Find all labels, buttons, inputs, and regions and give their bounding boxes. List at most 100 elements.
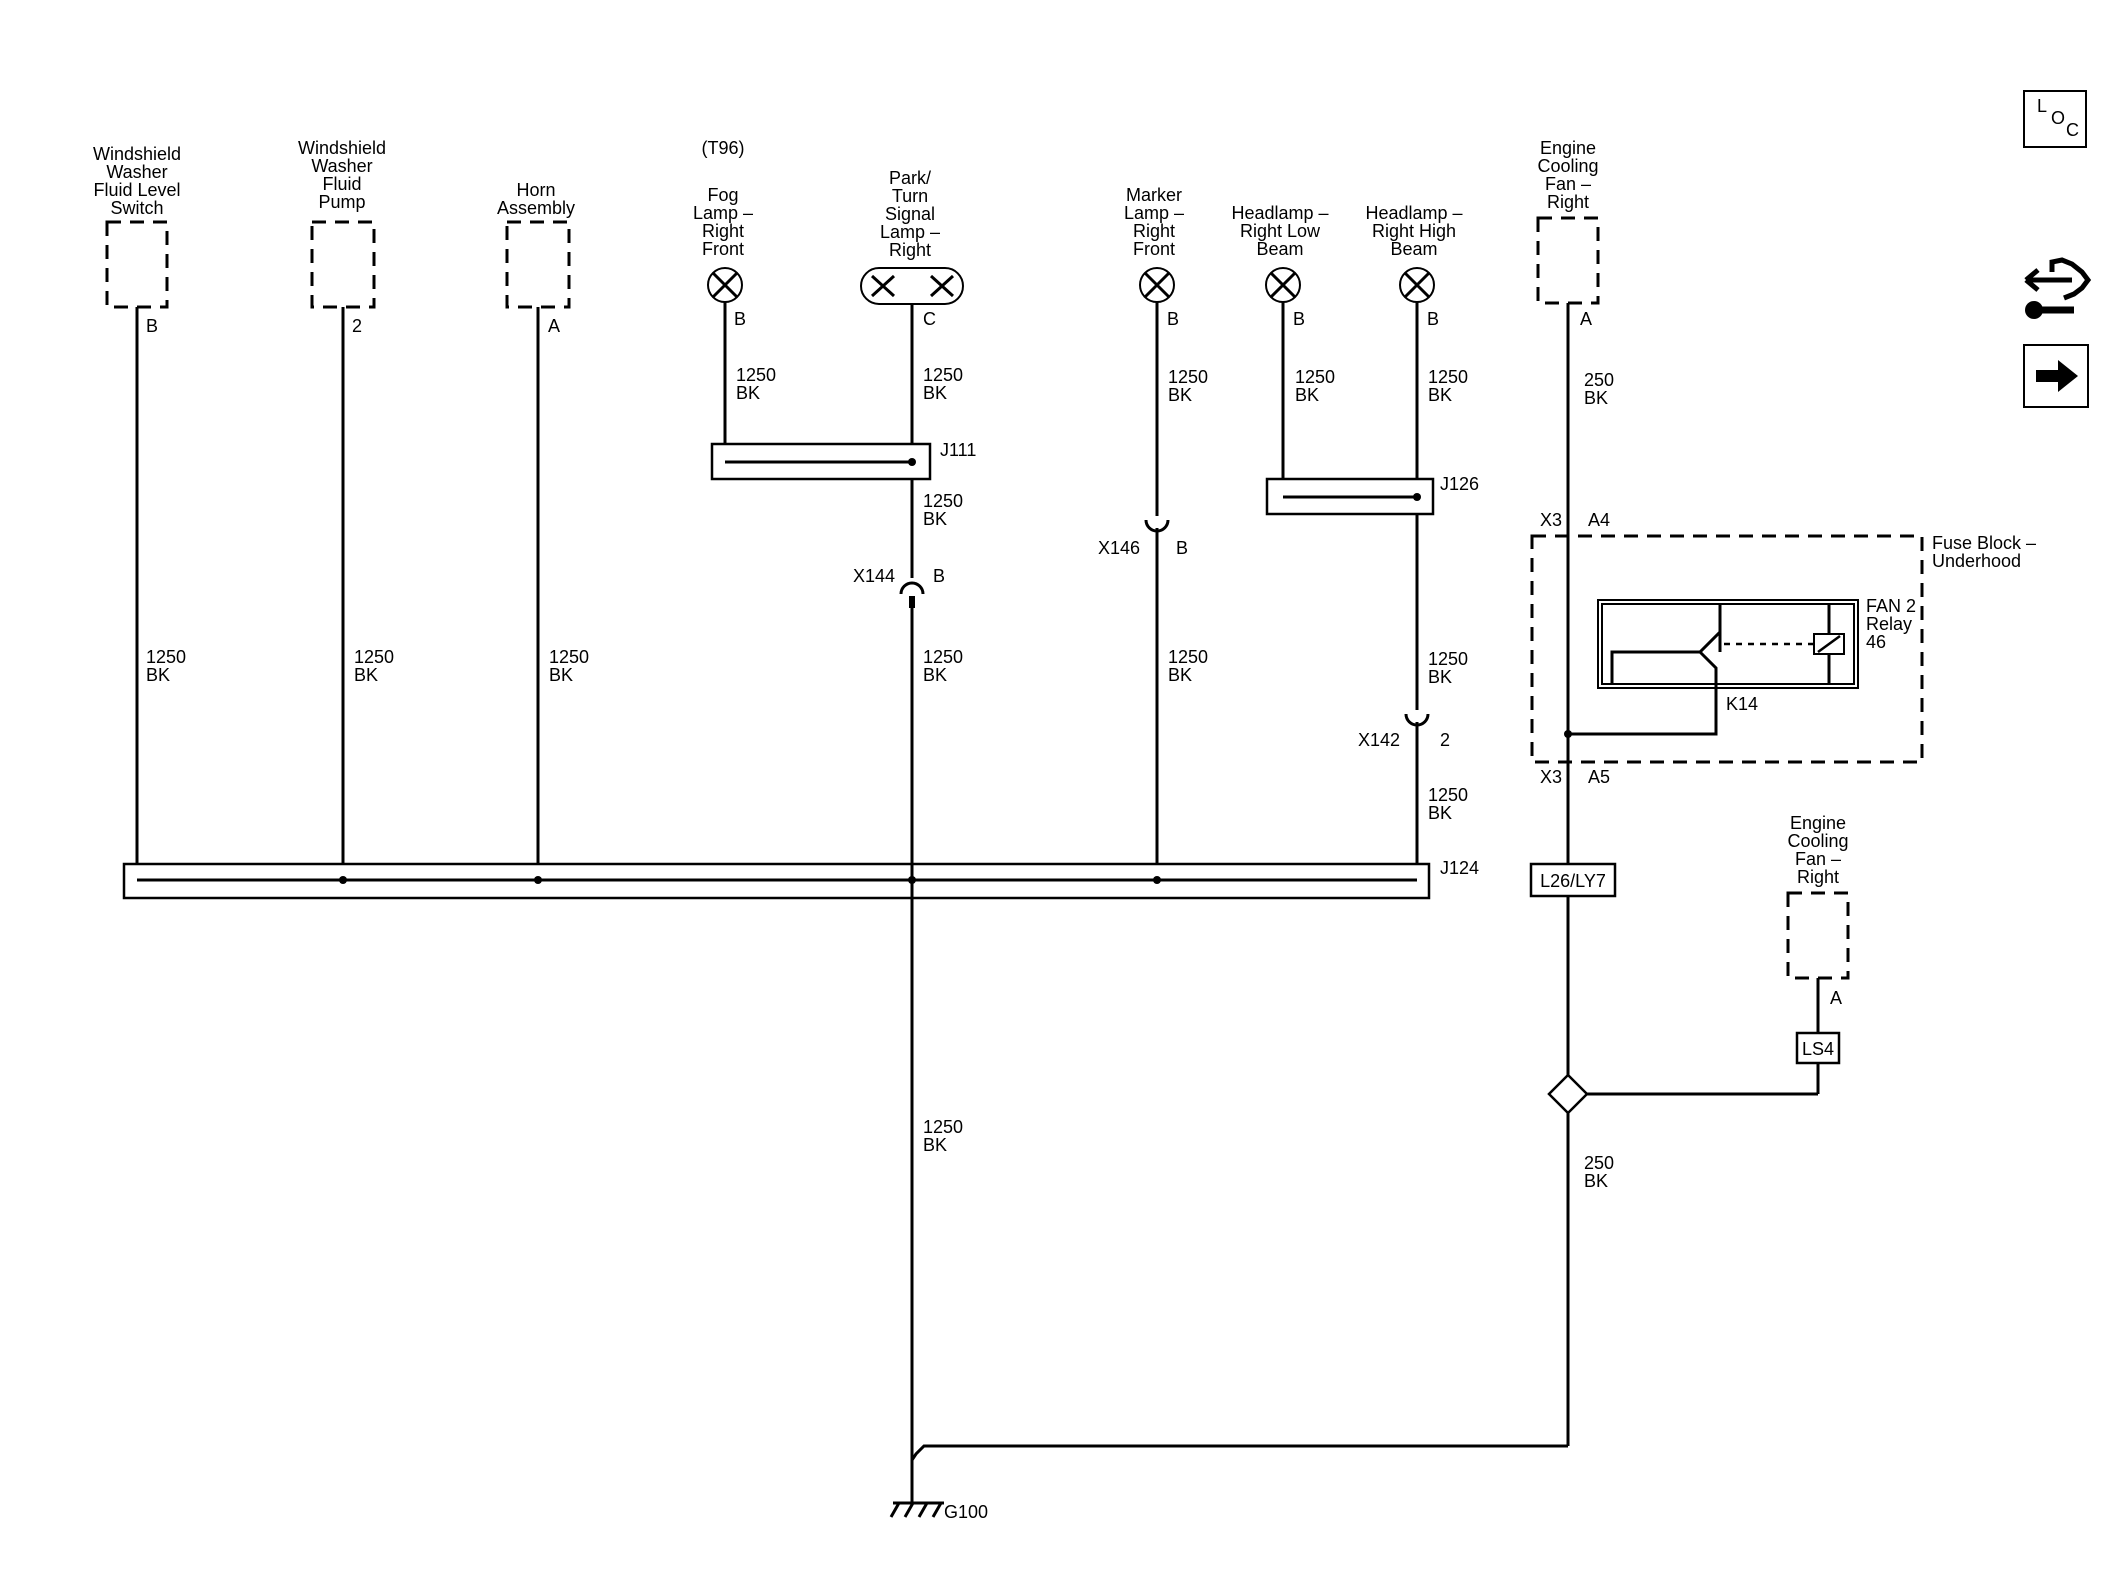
svg-text:1250: 1250 [923,365,963,385]
relay-label-line2: Relay [1866,614,1912,634]
fog-lamp-pin: B [734,309,746,329]
svg-text:Front: Front [702,239,744,259]
headlamp-low-label: Headlamp – Right Low Beam [1231,203,1328,259]
svg-text:Engine: Engine [1540,138,1596,158]
cooling-fan-top-label: Engine Cooling Fan – Right [1537,138,1598,212]
svg-text:1250: 1250 [1168,367,1208,387]
connector-x146-pin: B [1176,538,1188,558]
svg-text:250: 250 [1584,370,1614,390]
svg-text:1250: 1250 [1428,367,1468,387]
svg-text:BK: BK [1428,385,1452,405]
option-l26-label: L26/LY7 [1540,871,1606,891]
svg-text:Headlamp –: Headlamp – [1231,203,1328,223]
svg-text:1250: 1250 [923,647,963,667]
svg-text:Park/: Park/ [889,168,931,188]
svg-text:BK: BK [923,509,947,529]
svg-text:BK: BK [923,1135,947,1155]
svg-text:Headlamp –: Headlamp – [1365,203,1462,223]
horn-component[interactable] [505,220,571,309]
connector-x144-label: X144 [853,566,895,586]
svg-text:BK: BK [923,665,947,685]
washer-pump-component[interactable] [310,220,376,309]
svg-text:BK: BK [736,383,760,403]
svg-text:Horn: Horn [516,180,555,200]
svg-text:1250: 1250 [354,647,394,667]
fuse-block-label-line2: Underhood [1932,551,2021,571]
svg-text:Cooling: Cooling [1787,831,1848,851]
connector-x146[interactable]: X146 B [1098,519,1188,558]
splice-diamond-icon[interactable] [1547,1073,1589,1115]
cooling-fan-top-component[interactable] [1536,216,1600,305]
svg-text:Fog: Fog [707,185,738,205]
svg-text:Cooling: Cooling [1537,156,1598,176]
svg-text:250: 250 [1584,1153,1614,1173]
svg-text:Lamp –: Lamp – [1124,203,1184,223]
svg-text:Right: Right [1547,192,1589,212]
svg-text:Windshield: Windshield [298,138,386,158]
svg-text:Signal: Signal [885,204,935,224]
next-page-arrow-icon[interactable] [2023,344,2089,408]
connector-x146-label: X146 [1098,538,1140,558]
svg-text:1250: 1250 [1428,785,1468,805]
svg-text:Fan –: Fan – [1545,174,1591,194]
svg-text:1250: 1250 [1295,367,1335,387]
park-turn-lamp-bulb-icon[interactable] [860,267,964,305]
svg-text:Right: Right [1797,867,1839,887]
splice-j124-dots [339,876,1161,884]
svg-text:Beam: Beam [1256,239,1303,259]
option-ls4-label: LS4 [1802,1039,1834,1059]
svg-text:BK: BK [1168,665,1192,685]
svg-text:BK: BK [354,665,378,685]
washer-switch-component[interactable] [105,220,169,309]
headlamp-low-bulb-icon[interactable] [1265,267,1301,303]
svg-text:1250: 1250 [1168,647,1208,667]
svg-text:Washer: Washer [311,156,372,176]
connector-x3-bottom-pin: A5 [1588,767,1610,787]
cooling-fan-top-pin: A [1580,309,1592,329]
svg-text:BK: BK [1584,1171,1608,1191]
marker-lamp-label: Marker Lamp – Right Front [1124,185,1184,259]
connector-x3-bottom-label: X3 [1540,767,1562,787]
ground-g100-icon[interactable]: G100 [889,1501,988,1522]
svg-text:1250: 1250 [923,491,963,511]
svg-text:BK: BK [146,665,170,685]
cooling-fan-bottom-pin: A [1830,988,1842,1008]
svg-text:BK: BK [1168,385,1192,405]
connector-end-view-icon[interactable] [2024,257,2092,319]
svg-text:BK: BK [1428,667,1452,687]
svg-text:Switch: Switch [110,198,163,218]
splice-j111-label: J111 [940,440,976,460]
svg-text:Right: Right [1133,221,1175,241]
svg-text:Fluid Level: Fluid Level [93,180,180,200]
option-box-ls4[interactable]: LS4 [1795,1031,1841,1065]
fog-lamp-bulb-icon[interactable] [707,267,743,303]
loc-letter-c: C [2066,120,2079,140]
svg-text:BK: BK [1584,388,1608,408]
washer-pump-pin: 2 [352,316,362,336]
headlamp-high-bulb-icon[interactable] [1399,267,1435,303]
svg-text:Marker: Marker [1126,185,1182,205]
svg-text:Assembly: Assembly [497,198,575,218]
fan-2-relay[interactable]: FAN 2 Relay 46 K14 [1564,596,1916,738]
connector-x142[interactable]: X142 2 [1358,713,1450,750]
svg-text:Right High: Right High [1372,221,1456,241]
svg-text:BK: BK [549,665,573,685]
svg-text:1250: 1250 [1428,649,1468,669]
svg-text:1250: 1250 [736,365,776,385]
connector-x144[interactable]: X144 B [853,566,945,608]
loc-icon[interactable]: L O C [2023,90,2087,148]
marker-lamp-bulb-icon[interactable] [1139,267,1175,303]
cooling-fan-bottom-component[interactable] [1786,891,1850,980]
fuse-block-underhood[interactable]: Fuse Block – Underhood [1530,533,2036,764]
park-turn-lamp-pin: C [923,309,936,329]
fog-lamp-label: Fog Lamp – Right Front [693,185,753,259]
option-box-l26-ly7[interactable]: L26/LY7 [1529,862,1617,898]
horn-pin: A [548,316,560,336]
svg-text:Fluid: Fluid [322,174,361,194]
svg-text:Beam: Beam [1390,239,1437,259]
svg-text:1250: 1250 [146,647,186,667]
svg-text:Right: Right [702,221,744,241]
cooling-fan-bottom-label: Engine Cooling Fan – Right [1787,813,1848,887]
svg-text:1250: 1250 [923,1117,963,1137]
